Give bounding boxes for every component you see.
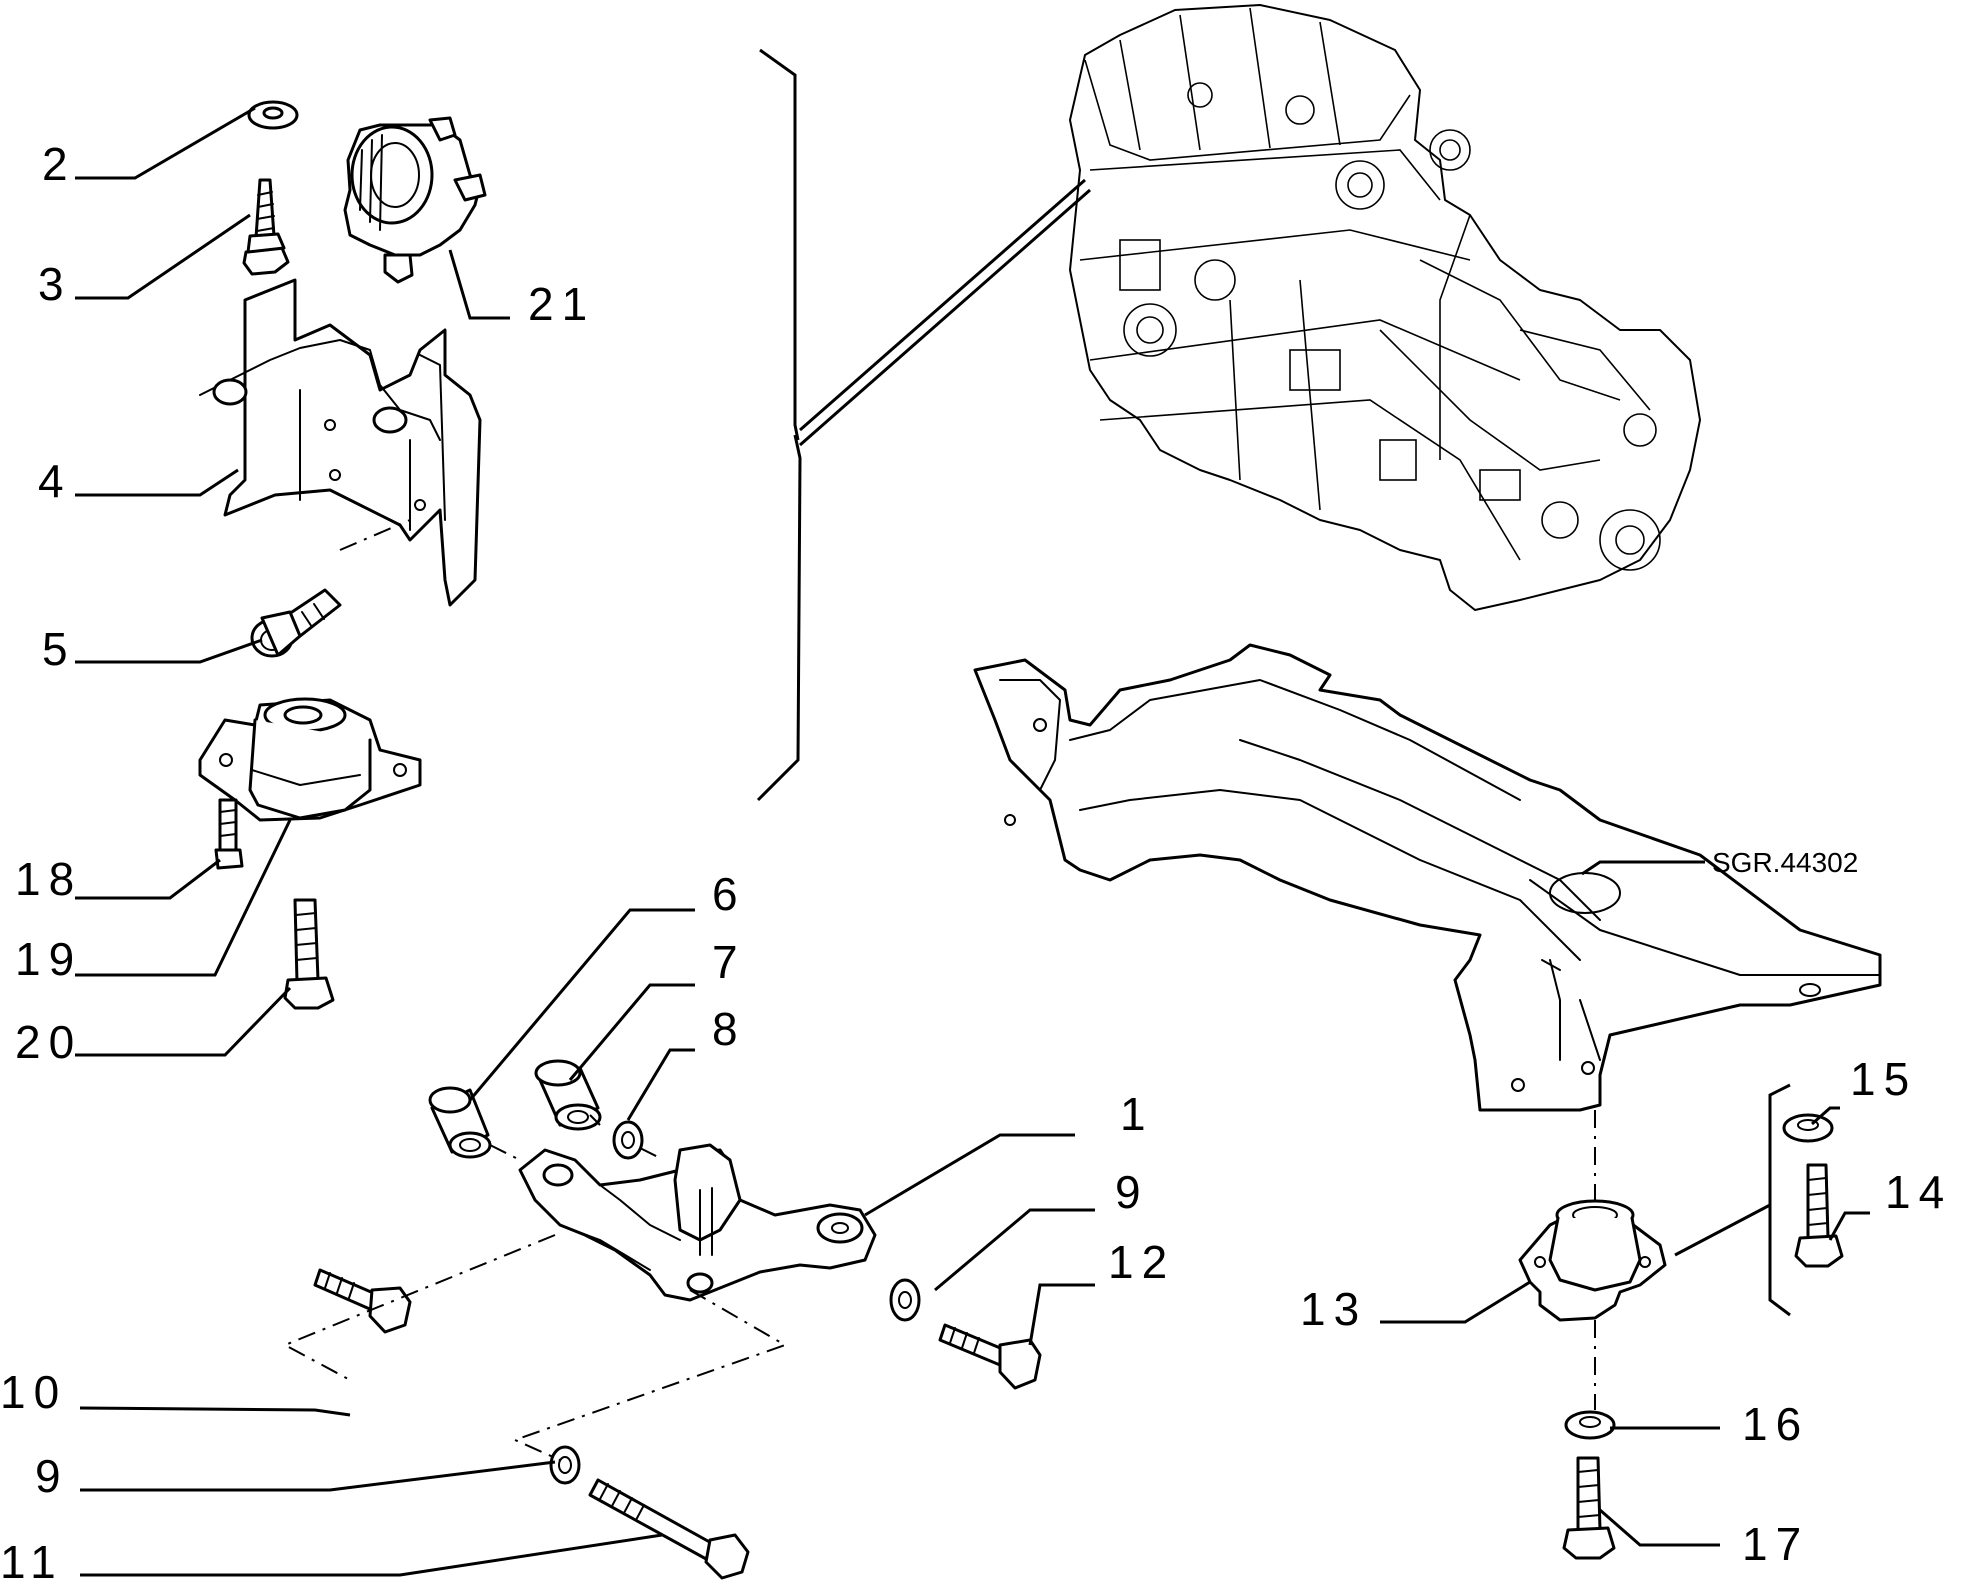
part-5-flange-bolt [250, 588, 342, 658]
callout-3: 3 [38, 258, 72, 310]
callout-19: 19 [15, 933, 82, 985]
part-4-support-bracket [199, 278, 482, 607]
part-16-nut [1564, 1410, 1616, 1440]
engine-gearbox-assembly [1069, 4, 1701, 611]
subframe-crossmember [973, 643, 1882, 1112]
part-8-washer [612, 1120, 644, 1160]
assembly-axes [282, 519, 1596, 1461]
callout-21: 21 [528, 278, 595, 330]
callout-18: 18 [15, 853, 82, 905]
part-19-engine-mount [198, 697, 422, 822]
callout-5: 5 [42, 623, 76, 675]
callout-6: 6 [712, 868, 746, 920]
callout-2: 2 [42, 138, 76, 190]
part-1-reaction-bracket [518, 1143, 877, 1302]
drawing-reference-code: SGR.44302 [1712, 847, 1858, 878]
fastener-group-bracket [1768, 1083, 1791, 1317]
callout-15: 15 [1850, 1053, 1917, 1105]
callout-4: 4 [38, 455, 72, 507]
callout-16: 16 [1742, 1398, 1809, 1450]
callout-11: 11 [0, 1536, 64, 1580]
callout-8: 8 [712, 1003, 746, 1055]
callout-10: 10 [0, 1366, 67, 1418]
callout-14: 14 [1885, 1166, 1952, 1218]
callout-17: 17 [1742, 1518, 1809, 1570]
part-13-engine-mount [1518, 1199, 1667, 1322]
part-11-long-bolt [588, 1478, 750, 1580]
part-20-bolt [283, 898, 335, 1010]
callout-numbers: 2 3 21 4 5 18 19 20 6 7 8 1 9 12 10 9 11… [0, 138, 1952, 1580]
callout-9-lower: 9 [35, 1450, 69, 1502]
callout-1: 1 [1120, 1088, 1154, 1140]
part-9-washer-right [889, 1278, 921, 1322]
assembly-group-bracket [756, 48, 1091, 802]
callout-7: 7 [712, 936, 746, 988]
callout-20: 20 [15, 1016, 82, 1068]
part-21-holder [343, 116, 487, 284]
part-9-washer-lower [549, 1445, 581, 1485]
part-10-bolt [313, 1268, 412, 1334]
part-3-flange-bolt [242, 178, 290, 276]
part-15-nut [1782, 1113, 1834, 1143]
part-18-bolt [214, 798, 244, 870]
callout-9-right: 9 [1115, 1166, 1149, 1218]
leader-13-14-group [1674, 1203, 1771, 1257]
part-7-spacer [534, 1059, 602, 1131]
part-14-bolt [1794, 1163, 1844, 1268]
callout-13: 13 [1300, 1283, 1367, 1335]
part-17-bolt [1562, 1456, 1616, 1560]
callout-12: 12 [1108, 1236, 1175, 1288]
part-12-bolt [938, 1323, 1042, 1390]
part-6-bushing [428, 1086, 492, 1159]
part-2-washer [247, 100, 299, 130]
leader-lines [75, 106, 1870, 1577]
